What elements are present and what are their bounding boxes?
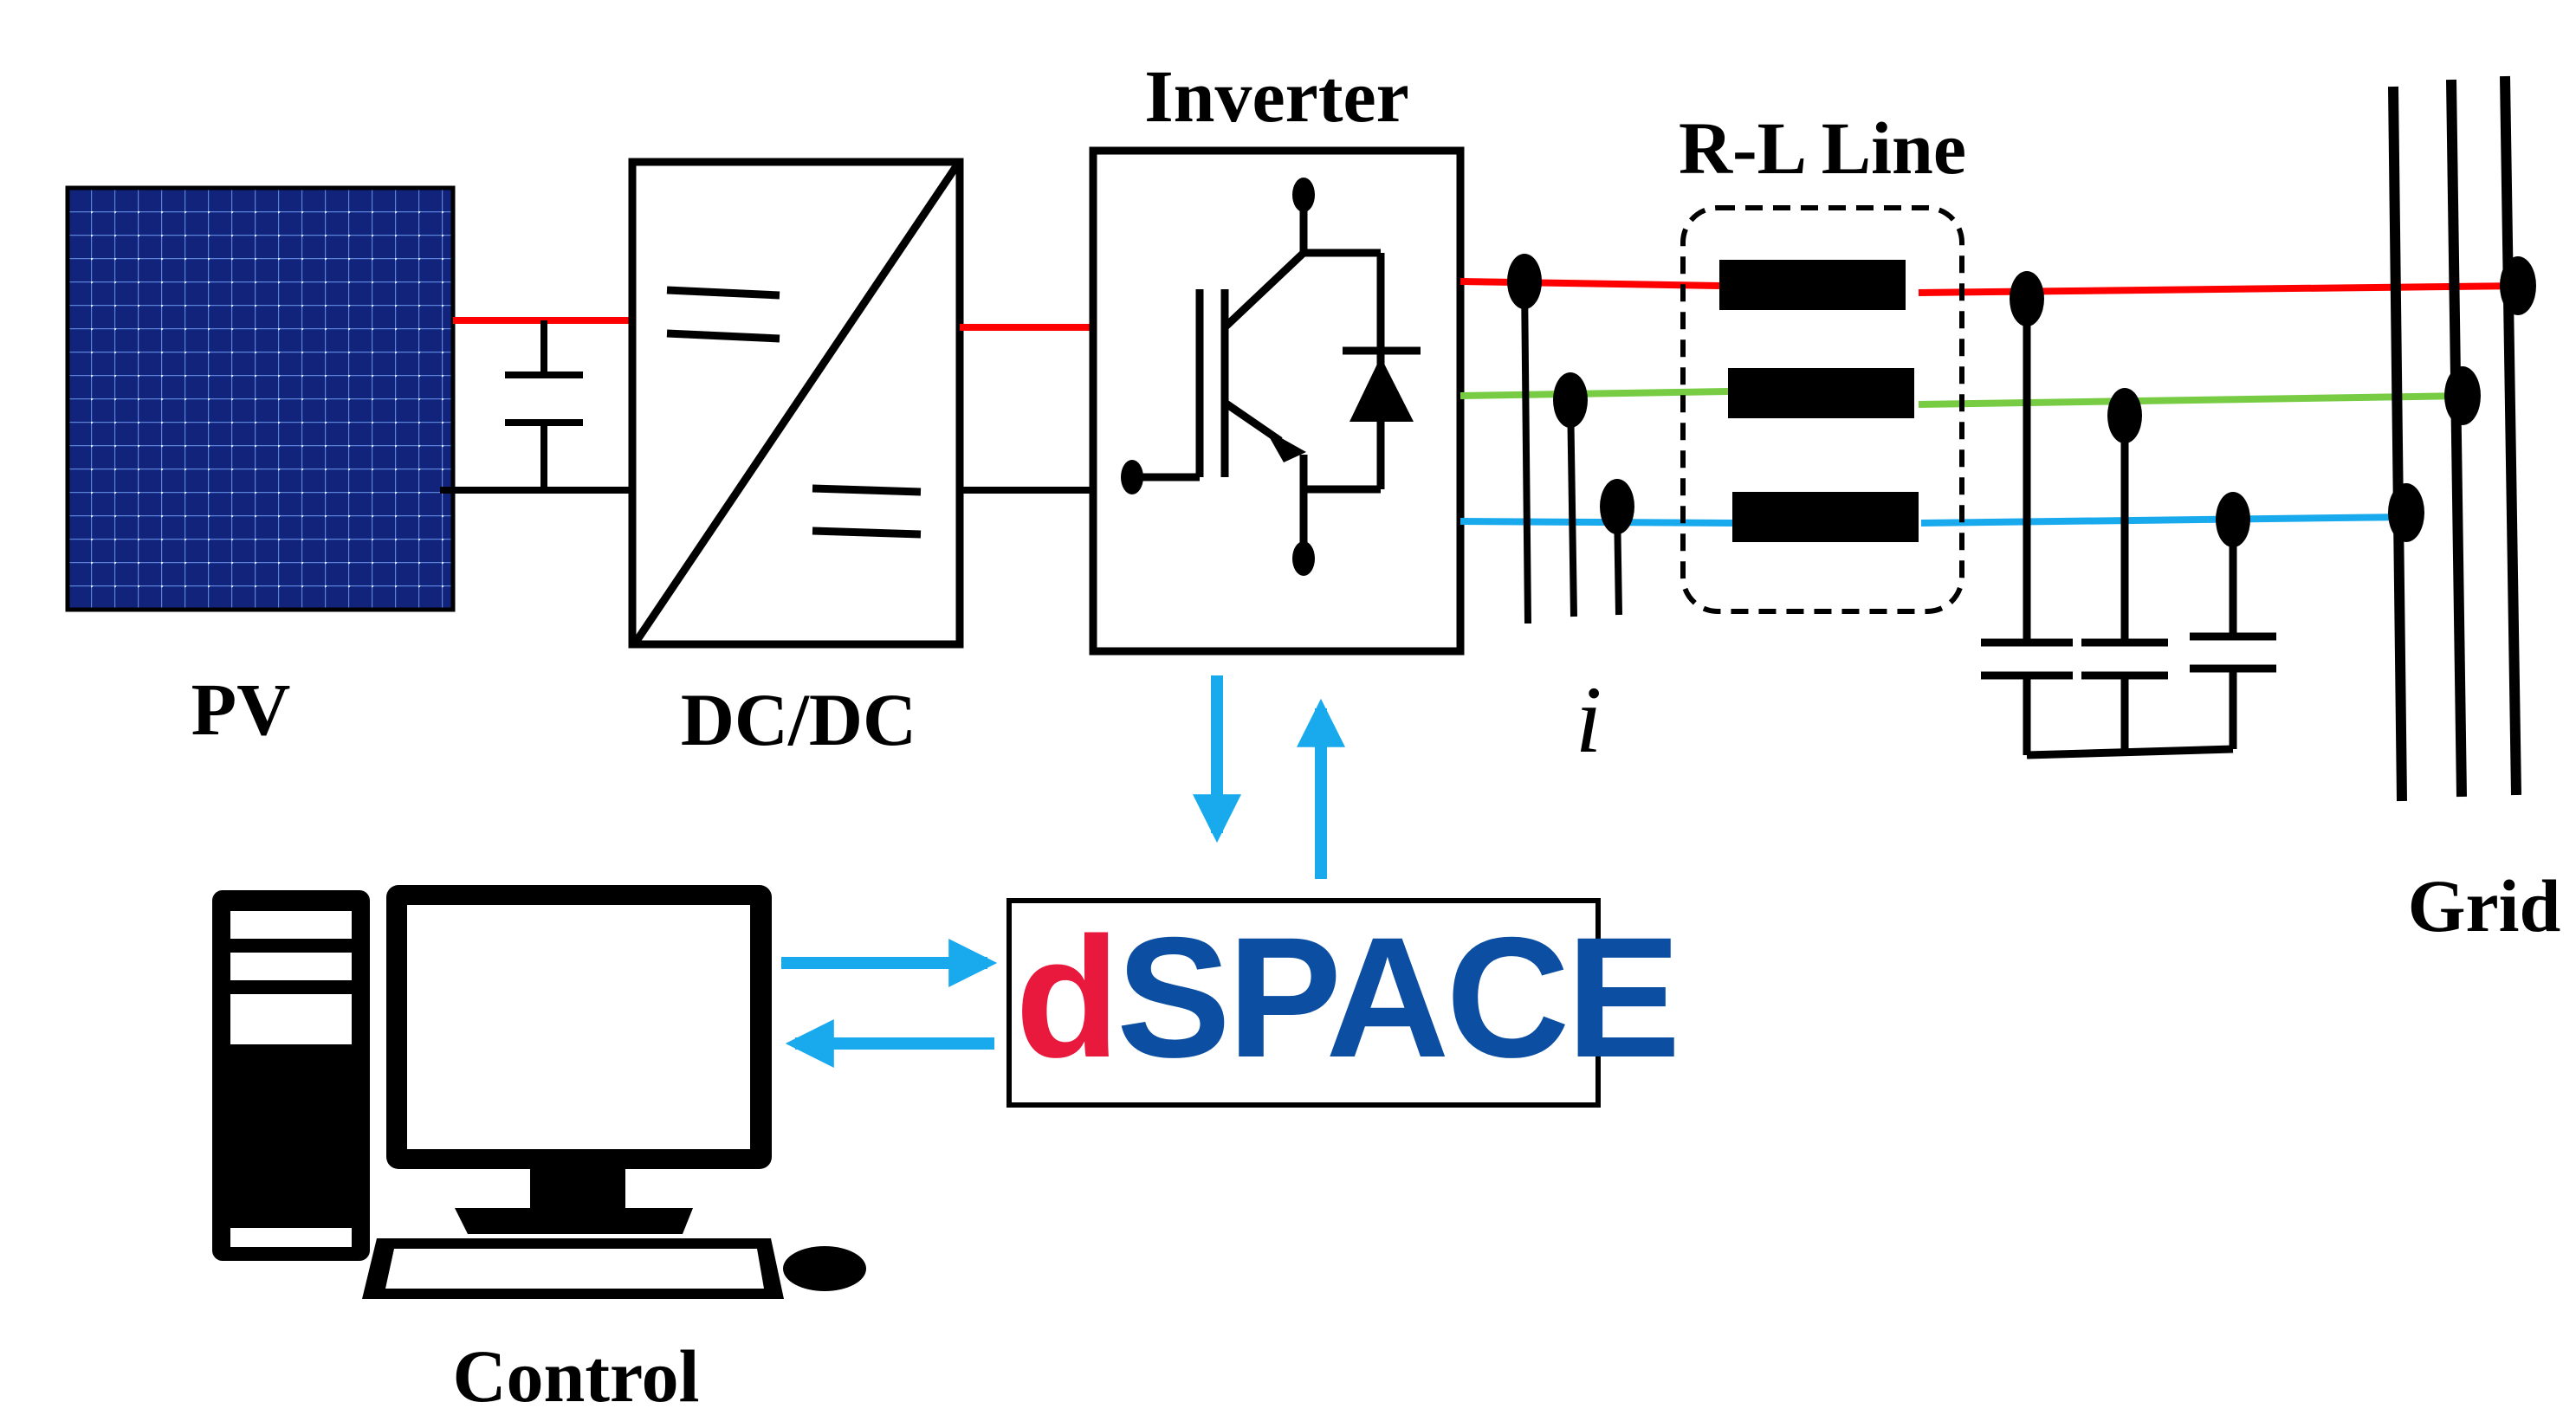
emitter-arrow-icon xyxy=(1265,429,1306,462)
capacitor-tap-b xyxy=(2107,388,2142,443)
collector-terminal xyxy=(1292,178,1315,212)
dspace-logo-main: SPACE xyxy=(1116,901,1677,1093)
dspace-logo: dSPACE xyxy=(1015,901,1677,1093)
rl-element-b xyxy=(1728,368,1914,418)
grid-tap-c xyxy=(2388,483,2424,542)
phase-c-line xyxy=(1460,518,1733,527)
rl-line-block xyxy=(1680,205,1964,614)
inverter-dspace-arrows xyxy=(1193,675,1345,879)
dspace-box: dSPACE xyxy=(1006,898,1680,1108)
computer-dspace-arrows xyxy=(781,939,998,1068)
phase-b-line xyxy=(1460,388,1729,399)
dspace-logo-prefix: d xyxy=(1015,901,1116,1093)
rl-element-c xyxy=(1732,492,1919,542)
capacitor-tap-c xyxy=(2216,492,2250,547)
desktop-computer-icon xyxy=(212,885,866,1299)
phase-b-line-out xyxy=(1918,392,2468,408)
rl-element-a xyxy=(1719,260,1906,310)
inverter-block xyxy=(1089,146,1465,656)
dc-dc-converter-icon xyxy=(628,158,964,649)
emitter-terminal xyxy=(1292,541,1315,576)
grid-tap-b xyxy=(2444,366,2481,425)
grid-tap-a xyxy=(2500,256,2536,315)
phase-a-line xyxy=(1460,278,1720,289)
control-label: Control xyxy=(452,1334,699,1415)
rl-line-label: R-L Line xyxy=(1679,107,1966,190)
inverter-label: Inverter xyxy=(1144,55,1409,138)
capacitor-tap-a xyxy=(2010,271,2044,326)
dc-link-wires xyxy=(440,317,632,494)
grid-bus-bars xyxy=(2388,75,2521,802)
current-label: i xyxy=(1576,667,1602,772)
gate-terminal xyxy=(1121,460,1143,494)
phase-a-line-out xyxy=(1918,282,2524,296)
grid-label: Grid xyxy=(2408,864,2561,947)
diode-triangle-icon xyxy=(1349,357,1414,422)
dc-bus-wires xyxy=(960,324,1093,494)
phase-c-line-out xyxy=(1920,514,2409,527)
current-sensor-taps xyxy=(1507,254,1634,624)
filter-capacitors xyxy=(1981,299,2276,759)
solar-panel-icon xyxy=(65,185,456,612)
dcdc-label: DC/DC xyxy=(681,678,916,761)
capacitor-icon xyxy=(505,320,583,490)
pv-label: PV xyxy=(191,668,291,751)
